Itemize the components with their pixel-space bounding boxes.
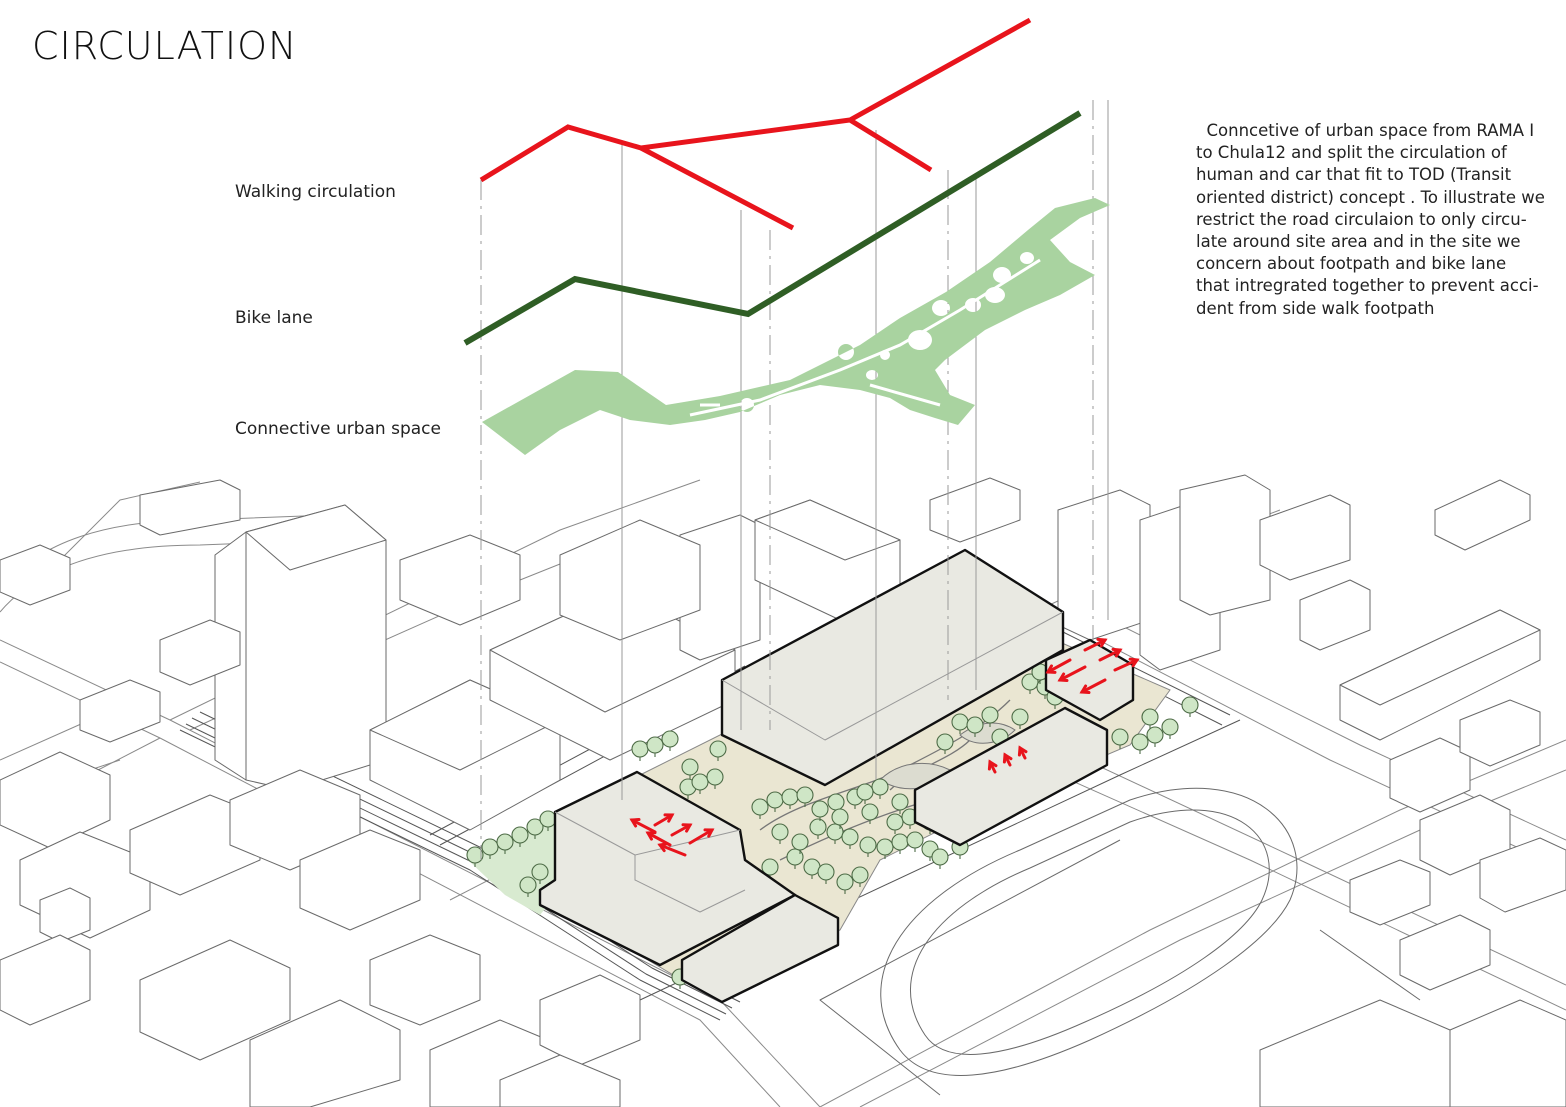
trees <box>466 663 1199 989</box>
tree-icon <box>781 788 799 809</box>
arrow-icon <box>629 818 657 834</box>
building-left <box>538 770 797 967</box>
tree-icon <box>891 793 909 814</box>
context-buildings <box>0 474 1566 1107</box>
label-walking-circulation: Walking circulation <box>235 182 396 202</box>
tree-icon <box>709 740 727 761</box>
description-line: oriented district) concept . To illustra… <box>1196 187 1545 207</box>
tree-icon <box>981 706 999 727</box>
building-right <box>913 706 1109 847</box>
tree-icon <box>861 803 879 824</box>
bike-lane-line <box>463 110 1082 346</box>
tree-icon <box>691 773 709 794</box>
tree-icon <box>936 733 954 754</box>
arrow-icon <box>1045 658 1072 674</box>
arrow-icon <box>1017 745 1028 760</box>
circulation-arrows <box>629 637 1140 857</box>
description-paragraph: Conncetive of urban space from RAMA I to… <box>1196 120 1545 320</box>
proposed-buildings <box>538 548 1135 1004</box>
tree-icon <box>761 858 779 879</box>
tree-icon <box>706 768 724 789</box>
page-title: CIRCULATION <box>32 24 298 68</box>
context-city <box>0 474 1566 1107</box>
tree-icon <box>481 838 499 859</box>
tree-icon <box>856 783 874 804</box>
building-main <box>720 548 1065 787</box>
tree-icon <box>841 828 859 849</box>
tree-icon <box>809 818 827 839</box>
tree-icon <box>796 786 814 807</box>
arrow-icon <box>653 813 675 827</box>
arrow-icon <box>1098 647 1123 662</box>
tree-icon <box>751 798 769 819</box>
label-bike-lane: Bike lane <box>235 308 313 328</box>
tree-icon <box>817 863 835 884</box>
tree-icon <box>931 848 949 869</box>
tree-icon <box>496 833 514 854</box>
arrow-icon <box>1083 637 1108 652</box>
arrow-icon <box>987 759 998 774</box>
description-line: human and car that fit to TOD (Transit <box>1196 165 1512 185</box>
tree-icon <box>826 823 844 844</box>
tree-icon <box>871 778 889 799</box>
urban-space-shape <box>482 198 1110 455</box>
tree-icon <box>1141 708 1159 729</box>
tree-icon <box>1111 728 1129 749</box>
tree-icon <box>859 836 877 857</box>
arrow-icon <box>688 828 715 845</box>
tree-icon <box>906 831 924 852</box>
tree-icon <box>631 740 649 761</box>
tree-icon <box>886 813 904 834</box>
description-line: that intregrated together to prevent acc… <box>1196 276 1539 296</box>
arrow-icon <box>657 842 687 857</box>
tree-icon <box>646 736 664 757</box>
tree-icon <box>771 823 789 844</box>
tree-icon <box>836 873 854 894</box>
tree-icon <box>966 716 984 737</box>
tree-icon <box>786 848 804 869</box>
tree-icon <box>1146 726 1164 747</box>
building-left-low <box>680 893 840 1004</box>
arrow-icon <box>1002 752 1013 767</box>
tree-icon <box>1131 733 1149 754</box>
tree-icon <box>466 846 484 867</box>
description-line: restrict the road circulaion to only cir… <box>1196 209 1527 229</box>
arrow-icon <box>670 823 693 837</box>
tree-icon <box>1181 696 1199 717</box>
label-connective-urban-space: Connective urban space <box>235 419 441 439</box>
tree-icon <box>876 838 894 859</box>
tree-icon <box>531 863 549 884</box>
tree-icon <box>511 826 529 847</box>
tree-icon <box>851 866 869 887</box>
green-plaza-left <box>468 815 560 915</box>
urban-space-paths <box>689 258 1041 417</box>
tree-icon <box>831 808 849 829</box>
tree-icon <box>1161 718 1179 739</box>
description-line: Conncetive of urban space from RAMA I <box>1196 121 1535 140</box>
arrow-icon <box>1079 678 1107 694</box>
arrow-icon <box>1057 665 1087 682</box>
arrow-icon <box>1113 657 1140 672</box>
description-line: late around site area and in the site we <box>1196 232 1521 252</box>
projection-lines <box>480 100 1109 860</box>
tree-icon <box>681 758 699 779</box>
tree-icon <box>661 730 679 751</box>
walking-circulation-lines <box>479 17 1032 231</box>
description-line: concern about footpath and bike lane <box>1196 254 1507 274</box>
tree-icon <box>1011 708 1029 729</box>
tree-icon <box>526 818 544 839</box>
tree-icon <box>519 876 537 897</box>
description-line: dent from side walk footpath <box>1196 298 1435 318</box>
stadium <box>819 787 1421 1096</box>
tree-icon <box>791 833 809 854</box>
description-line: to Chula12 and split the circulation of <box>1196 143 1507 163</box>
tree-icon <box>811 800 829 821</box>
connective-urban-space-layer <box>482 198 1110 455</box>
